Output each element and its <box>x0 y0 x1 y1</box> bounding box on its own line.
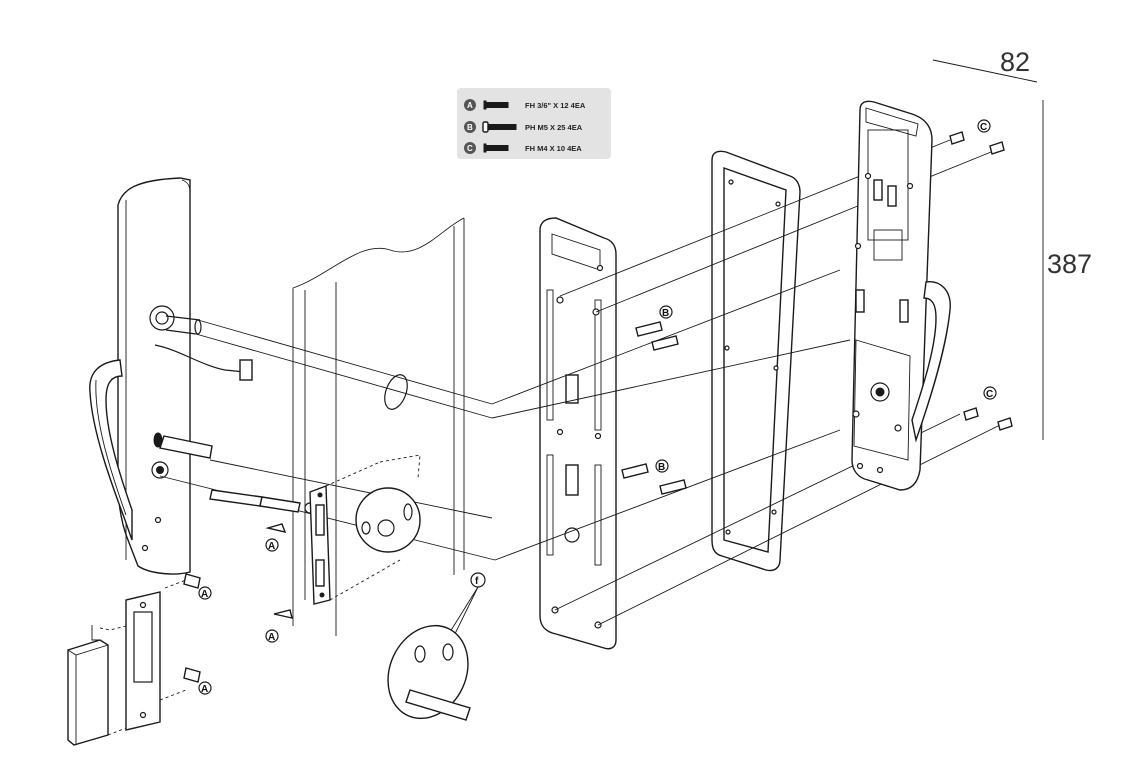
legend-row-b: B PH M5 X 25 4EA <box>464 121 583 133</box>
height-dimension-label: 387 <box>1047 249 1092 279</box>
c-screws: C C <box>949 119 1013 431</box>
svg-text:C: C <box>467 144 473 153</box>
width-dimension: 82 <box>932 47 1038 83</box>
inside-handle-unit <box>851 100 951 491</box>
door-section <box>292 217 465 636</box>
callout-f: f <box>475 576 479 587</box>
callout-a-4: A <box>201 684 208 695</box>
legend-row-a: A FH 3/6" X 12 4EA <box>464 99 586 111</box>
thumb-turn: f <box>387 572 486 721</box>
callout-a-2: A <box>268 632 275 643</box>
latch-assembly <box>309 454 421 605</box>
mounting-plate <box>539 217 617 650</box>
legend-c-text: FH M4 X 10 4EA <box>525 144 582 153</box>
legend-a-text: FH 3/6" X 12 4EA <box>525 101 586 110</box>
outside-handle-unit <box>89 177 191 575</box>
callout-a-1: A <box>268 541 275 552</box>
callout-b-2: B <box>658 462 665 473</box>
callout-c-1: C <box>980 122 987 133</box>
svg-text:A: A <box>467 101 473 110</box>
legend-row-c: C FH M4 X 10 4EA <box>464 142 582 154</box>
height-dimension: 387 <box>1042 100 1092 440</box>
strike-assembly: A A <box>67 573 212 746</box>
callout-c-2: C <box>986 389 993 400</box>
callout-b-1: B <box>662 308 669 319</box>
latch-screws: A A <box>265 523 293 643</box>
legend-b-text: PH M5 X 25 4EA <box>525 123 583 132</box>
b-screws: B B <box>621 305 687 495</box>
callout-a-3: A <box>201 589 208 600</box>
screw-legend: A FH 3/6" X 12 4EA B PH M5 X 25 4EA C FH… <box>457 88 611 159</box>
svg-text:B: B <box>467 123 473 132</box>
width-dimension-label: 82 <box>1000 47 1030 77</box>
spindle-parts <box>209 489 316 514</box>
